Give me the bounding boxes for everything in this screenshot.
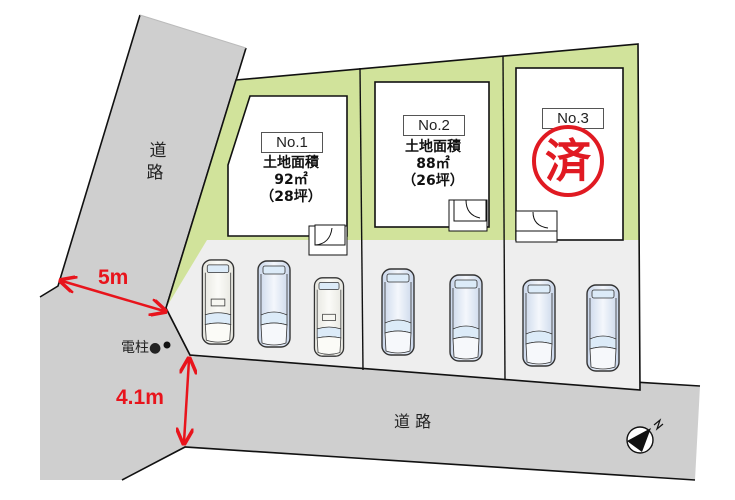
lot-2-area: 土地面積 88㎡ （26坪） bbox=[382, 139, 484, 190]
lot-2-building bbox=[374, 81, 490, 232]
sold-stamp-icon: 済 bbox=[532, 125, 604, 197]
bottom-road-label: 道 路 bbox=[394, 412, 432, 431]
lot-1-building bbox=[227, 95, 348, 256]
lot-2-number[interactable]: No.2 bbox=[403, 115, 465, 136]
left-road-label: 道 路 bbox=[147, 140, 168, 184]
dimension-label-5m: 5m bbox=[98, 266, 129, 289]
dimension-label-4-1m: 4.1m bbox=[116, 386, 164, 409]
road-label-char: 道 bbox=[149, 141, 167, 161]
lot-1-number[interactable]: No.1 bbox=[261, 132, 323, 153]
lot-1-area-tsubo: （28坪） bbox=[260, 189, 322, 205]
utility-pole-marker bbox=[163, 341, 171, 349]
lot-2-area-tsubo: （26坪） bbox=[402, 173, 464, 189]
utility-pole-label: 電柱● bbox=[121, 340, 162, 356]
lot-1-area-title: 土地面積 bbox=[263, 155, 319, 171]
road-label-char: 路 bbox=[146, 163, 164, 183]
lot-2-area-sqm: 88㎡ bbox=[416, 156, 450, 172]
lot-1-area-sqm: 92㎡ bbox=[274, 172, 308, 188]
lot-2-area-title: 土地面積 bbox=[405, 139, 461, 155]
compass-icon bbox=[626, 418, 664, 454]
lot-1-area: 土地面積 92㎡ （28坪） bbox=[240, 155, 342, 206]
lot-3-building bbox=[515, 67, 624, 243]
dimension-arrows bbox=[62, 281, 189, 442]
